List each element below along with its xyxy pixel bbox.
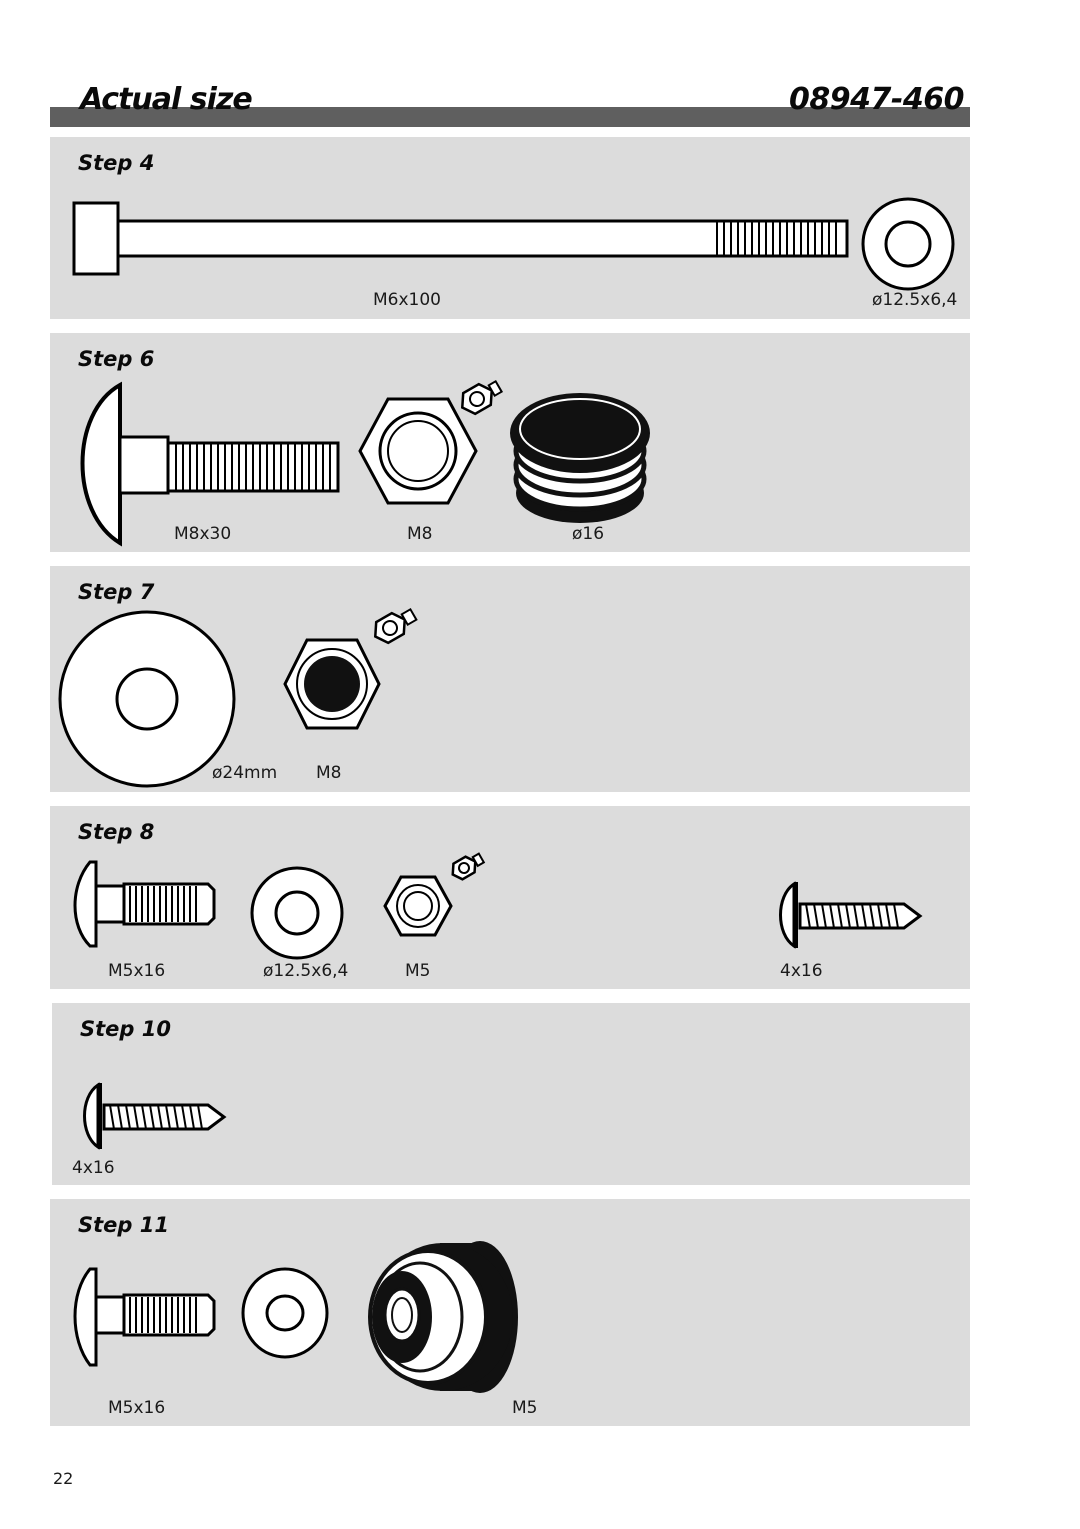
small-nut-icon bbox=[451, 852, 486, 881]
part-number: 08947-460 bbox=[789, 82, 964, 117]
part-label: 4x16 bbox=[780, 961, 823, 981]
part-label: ø12.5x6,4 bbox=[872, 290, 958, 310]
carriage-bolt-icon bbox=[80, 381, 340, 547]
small-nut-icon bbox=[460, 379, 504, 416]
step-6-hardware bbox=[80, 379, 650, 547]
washer-icon bbox=[241, 1267, 329, 1359]
part-label: M5 bbox=[512, 1398, 538, 1418]
step-title: Step 6 bbox=[78, 347, 155, 371]
large-washer-icon bbox=[58, 610, 236, 788]
step-10-panel: Step 10 4x16 bbox=[52, 1003, 970, 1185]
step-11-hardware bbox=[73, 1241, 518, 1393]
step-4-hardware bbox=[72, 197, 955, 291]
page-number: 22 bbox=[53, 1469, 74, 1488]
step-4-panel: Step 4 M6x100 ø12.5x6,4 bbox=[50, 137, 970, 319]
step-title: Step 4 bbox=[78, 151, 155, 175]
part-label: M8 bbox=[407, 524, 433, 544]
step-11-panel: Step 11 bbox=[50, 1199, 970, 1426]
part-label: ø12.5x6,4 bbox=[263, 961, 349, 981]
part-label: 4x16 bbox=[72, 1158, 115, 1178]
part-label: M5 bbox=[405, 961, 431, 981]
end-cap-icon bbox=[510, 393, 650, 523]
step-6-panel: Step 6 bbox=[50, 333, 970, 552]
part-label: ø16 bbox=[572, 524, 605, 544]
bolt-icon bbox=[73, 860, 216, 948]
hex-nut-icon bbox=[283, 638, 381, 730]
hex-nut-icon bbox=[358, 397, 478, 505]
step-8-hardware bbox=[73, 852, 923, 960]
cap-nut-icon bbox=[368, 1241, 518, 1393]
step-title: Step 8 bbox=[78, 820, 155, 844]
step-title: Step 7 bbox=[78, 580, 155, 604]
page-title: Actual size bbox=[80, 82, 253, 117]
part-label: M6x100 bbox=[373, 290, 441, 310]
screw-icon bbox=[83, 1082, 227, 1150]
step-8-panel: Step 8 bbox=[50, 806, 970, 989]
header-bar bbox=[50, 107, 970, 127]
step-7-hardware bbox=[58, 607, 418, 788]
part-label: M8x30 bbox=[174, 524, 232, 544]
washer-icon bbox=[250, 866, 344, 960]
part-label: M5x16 bbox=[108, 1398, 166, 1418]
part-label: M5x16 bbox=[108, 961, 166, 981]
washer-icon bbox=[861, 197, 955, 291]
page-header: Actual size 08947-460 bbox=[50, 80, 970, 130]
step-title: Step 10 bbox=[80, 1017, 171, 1041]
bolt-icon bbox=[73, 1267, 216, 1367]
long-bolt-icon bbox=[72, 201, 849, 276]
hex-nut-icon bbox=[383, 875, 453, 937]
part-label: ø24mm bbox=[212, 763, 278, 783]
step-10-hardware bbox=[83, 1082, 227, 1150]
screw-icon bbox=[779, 881, 923, 949]
part-label: M8 bbox=[316, 763, 342, 783]
step-title: Step 11 bbox=[78, 1213, 169, 1237]
step-7-panel: Step 7 ø24mm M8 bbox=[50, 566, 970, 792]
small-nut-icon bbox=[373, 607, 418, 645]
